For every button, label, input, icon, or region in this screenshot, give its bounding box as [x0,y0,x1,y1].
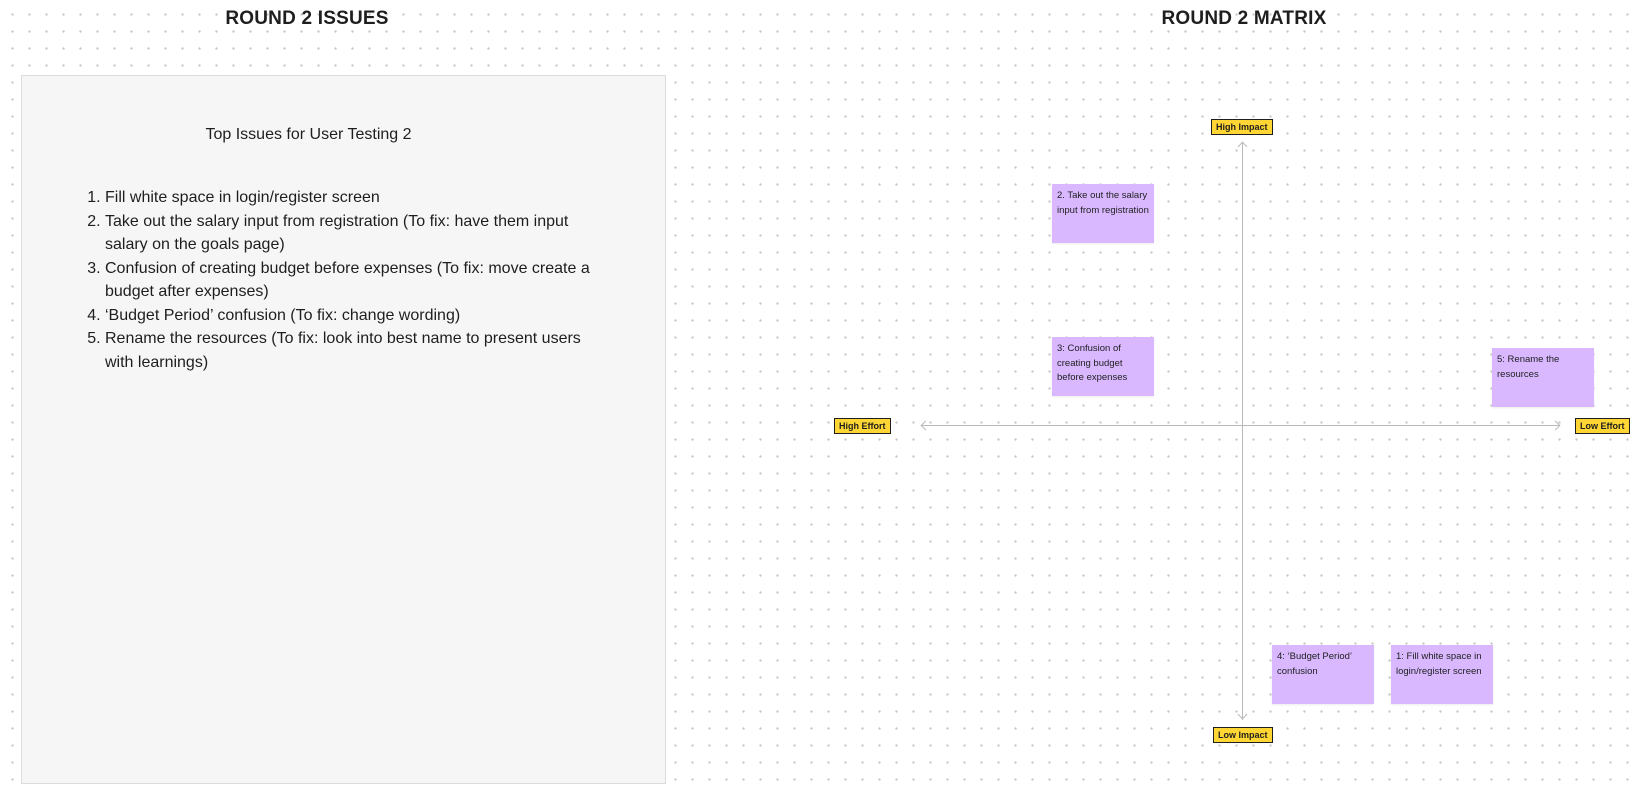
arrow-right-icon [1550,420,1561,431]
issues-text-panel[interactable]: Top Issues for User Testing 2 Fill white… [21,75,666,784]
issues-heading: Top Issues for User Testing 2 [205,126,412,143]
sticky-note-3[interactable]: 3: Confusion of creating budget before e… [1052,337,1154,396]
arrow-up-icon [1237,141,1248,152]
issues-list: Fill white space in login/register scree… [63,186,605,374]
effort-axis-line[interactable] [922,425,1559,426]
high-impact-label[interactable]: High Impact [1211,119,1273,135]
high-effort-label[interactable]: High Effort [834,418,891,434]
impact-axis-line[interactable] [1242,142,1243,720]
low-effort-label[interactable]: Low Effort [1575,418,1630,434]
round-2-issues-title: ROUND 2 ISSUES [225,8,389,29]
sticky-note-4[interactable]: 4: ‘Budget Period’ confusion [1272,645,1374,704]
arrow-down-icon [1237,709,1248,720]
low-impact-label[interactable]: Low Impact [1213,727,1273,743]
round-2-matrix-title: ROUND 2 MATRIX [1161,8,1327,29]
sticky-note-2[interactable]: 2. Take out the salary input from regist… [1052,184,1154,243]
issue-item-2: Take out the salary input from registrat… [105,210,605,257]
arrow-left-icon [920,420,931,431]
issue-item-3: Confusion of creating budget before expe… [105,257,605,304]
issue-item-4: ‘Budget Period’ confusion (To fix: chang… [105,304,605,328]
sticky-note-5[interactable]: 5: Rename the resources [1492,348,1594,407]
issue-item-1: Fill white space in login/register scree… [105,186,605,210]
issue-item-5: Rename the resources (To fix: look into … [105,327,605,374]
sticky-note-1[interactable]: 1: Fill white space in login/register sc… [1391,645,1493,704]
